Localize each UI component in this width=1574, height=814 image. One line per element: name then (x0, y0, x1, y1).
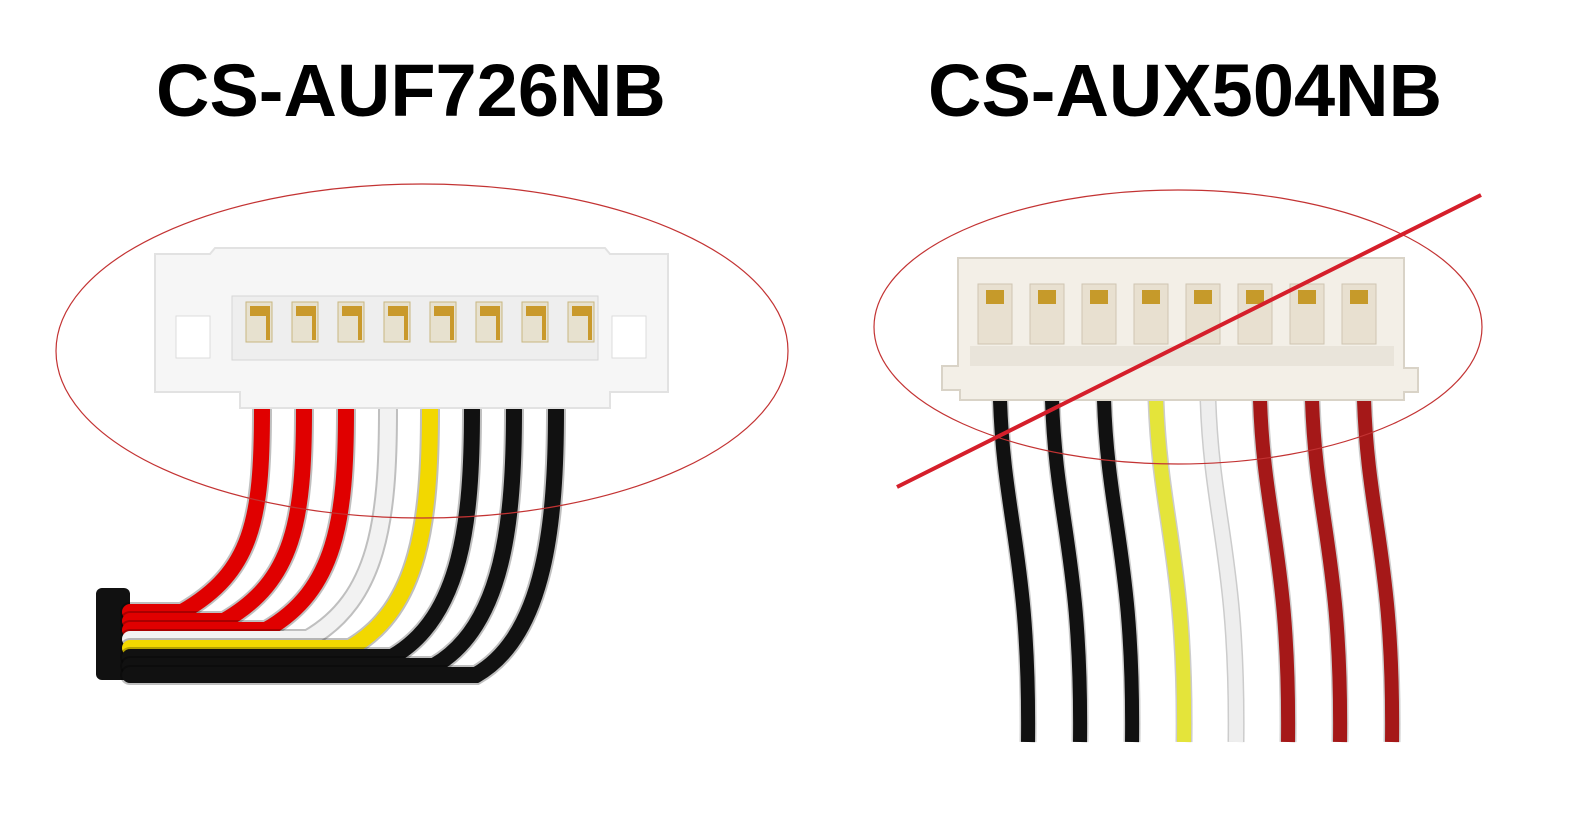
product-label-right: CS-AUX504NB (928, 49, 1443, 132)
right-wire (1357, 399, 1400, 743)
left-pin-contact (388, 306, 404, 316)
left-wire-shadow (120, 400, 272, 622)
left-pin-contact (480, 306, 496, 316)
left-pin-contact (588, 306, 592, 340)
right-wire (1201, 399, 1244, 743)
left-pin-contact (572, 306, 588, 316)
right-wire (1149, 399, 1192, 743)
right-wire (1045, 399, 1088, 743)
left-pin-contact (434, 306, 450, 316)
left-pin-contact (266, 306, 270, 340)
left-pin-contact (312, 306, 316, 340)
left-wire (122, 402, 354, 638)
left-wires (120, 400, 566, 685)
right-cross-out-line (896, 193, 1482, 489)
left-pin-contact (542, 306, 546, 340)
right-connector-group (873, 189, 1483, 743)
left-wire (122, 402, 396, 647)
left-pin-contact (342, 306, 358, 316)
left-wire (122, 402, 480, 665)
left-highlight-ellipse (55, 183, 789, 519)
right-wire (1253, 399, 1296, 743)
right-pin-contact (1350, 290, 1368, 304)
left-pin-contact (250, 306, 266, 316)
left-wire (122, 402, 564, 683)
left-pin-contact (526, 306, 542, 316)
left-connector-group (55, 183, 789, 685)
right-pin-contact (1090, 290, 1108, 304)
left-wire (122, 402, 312, 629)
right-highlight-ellipse (873, 189, 1483, 465)
right-wire (993, 399, 1036, 743)
left-pin-contact (358, 306, 362, 340)
right-wire (1097, 399, 1140, 743)
left-pin-contact (296, 306, 312, 316)
left-pin-contact (404, 306, 408, 340)
right-pin-contact (986, 290, 1004, 304)
left-wire (122, 402, 438, 656)
right-pin-contact (1038, 290, 1056, 304)
right-pin-contact (1194, 290, 1212, 304)
left-pins (245, 301, 595, 343)
right-pin-contact (1298, 290, 1316, 304)
left-wire (122, 402, 522, 674)
right-wire (1305, 399, 1348, 743)
right-pin-contact (1142, 290, 1160, 304)
left-wire (122, 402, 270, 620)
left-cable-sleeve (96, 588, 130, 680)
left-pin-contact (450, 306, 454, 340)
right-wires (991, 399, 1401, 743)
right-pin-contact (1246, 290, 1264, 304)
left-pin-contact (496, 306, 500, 340)
product-label-left: CS-AUF726NB (156, 49, 666, 132)
